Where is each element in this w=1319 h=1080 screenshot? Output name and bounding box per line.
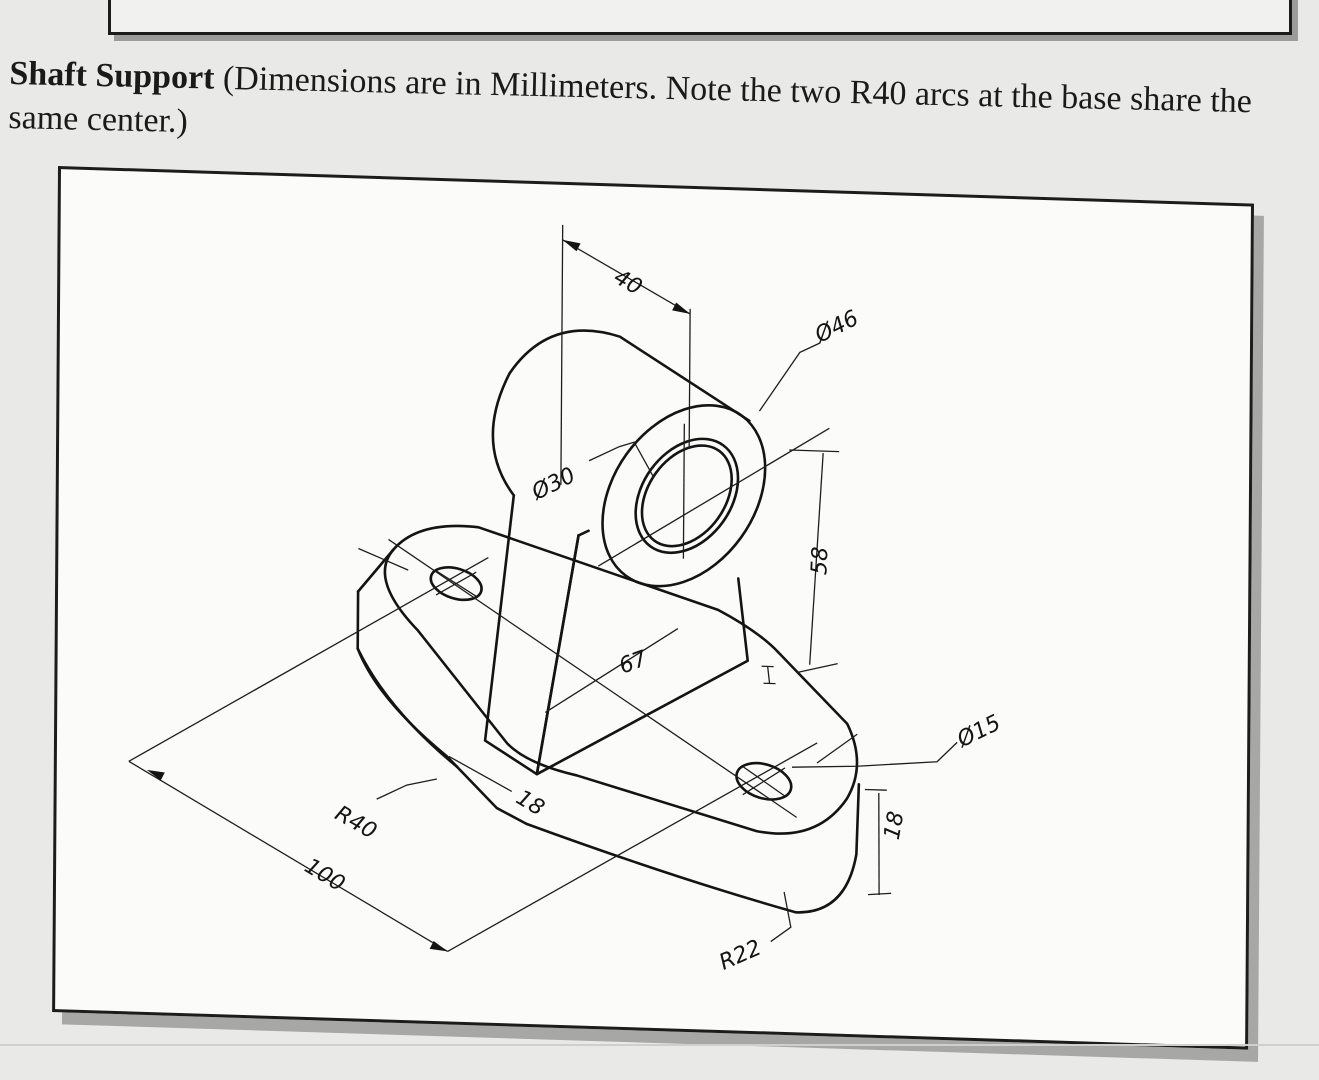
dim-18-side: 18 xyxy=(864,788,910,896)
hole-right-axis xyxy=(816,733,858,764)
base-axis xyxy=(388,538,797,818)
base-bottom-edge xyxy=(525,782,861,914)
dim-58: 58 xyxy=(789,449,840,673)
hole-right-cross-b xyxy=(742,767,786,796)
figure-caption: Shaft Support (Dimensions are in Millime… xyxy=(8,52,1310,169)
base-left-wall xyxy=(356,590,528,826)
boss-front-ellipse xyxy=(601,404,767,588)
boss-bore-inner xyxy=(640,444,733,548)
center-lines xyxy=(358,423,858,818)
dim-18-base: 18 xyxy=(448,755,549,821)
web-notch xyxy=(577,529,590,537)
dim-67: 67 xyxy=(544,628,679,713)
dim-r22: R22 xyxy=(716,891,792,976)
dim-100-label: 100 xyxy=(300,854,349,897)
dim-r40-label: R40 xyxy=(331,801,381,844)
caption-title: Shaft Support xyxy=(9,54,215,97)
hole-right-ellipse xyxy=(735,761,793,801)
dim-r40: R40 xyxy=(331,778,437,845)
bore-axis-h xyxy=(597,427,830,567)
boss-back-arc xyxy=(491,329,751,497)
dim-dia30: Ø30 xyxy=(527,441,655,506)
hole-left-cross-b xyxy=(435,571,477,596)
dim-58-label: 58 xyxy=(807,546,833,576)
dim-67-label: 67 xyxy=(616,646,651,679)
dim-18-base-label: 18 xyxy=(512,785,549,821)
base-front-corner xyxy=(356,548,395,593)
page-divider xyxy=(0,1044,1319,1046)
text-cursor-icon xyxy=(761,665,776,685)
previous-figure-frame xyxy=(108,0,1292,35)
dim-dia46: Ø46 xyxy=(758,306,863,412)
isometric-drawing: 40 Ø46 Ø30 58 67 Ø15 xyxy=(128,224,1005,976)
bore-axis-v xyxy=(682,423,685,559)
boss-bore-outer xyxy=(634,437,740,555)
dim-18-side-label: 18 xyxy=(880,809,910,842)
hole-left-ellipse xyxy=(429,566,483,602)
drawing-frame: 40 Ø46 Ø30 58 67 Ø15 xyxy=(52,166,1254,1050)
base-r40-front-arc xyxy=(356,647,459,768)
dim-dia15-label: Ø15 xyxy=(952,710,1005,753)
hole-left xyxy=(429,566,483,602)
dim-dia15: Ø15 xyxy=(791,710,1005,768)
shaft-boss xyxy=(491,329,767,588)
dim-r22-label: R22 xyxy=(716,936,766,976)
dim-dia46-label: Ø46 xyxy=(810,306,863,349)
hole-right xyxy=(735,761,793,801)
dim-dia30-label: Ø30 xyxy=(527,463,580,506)
web-axis xyxy=(358,547,409,571)
